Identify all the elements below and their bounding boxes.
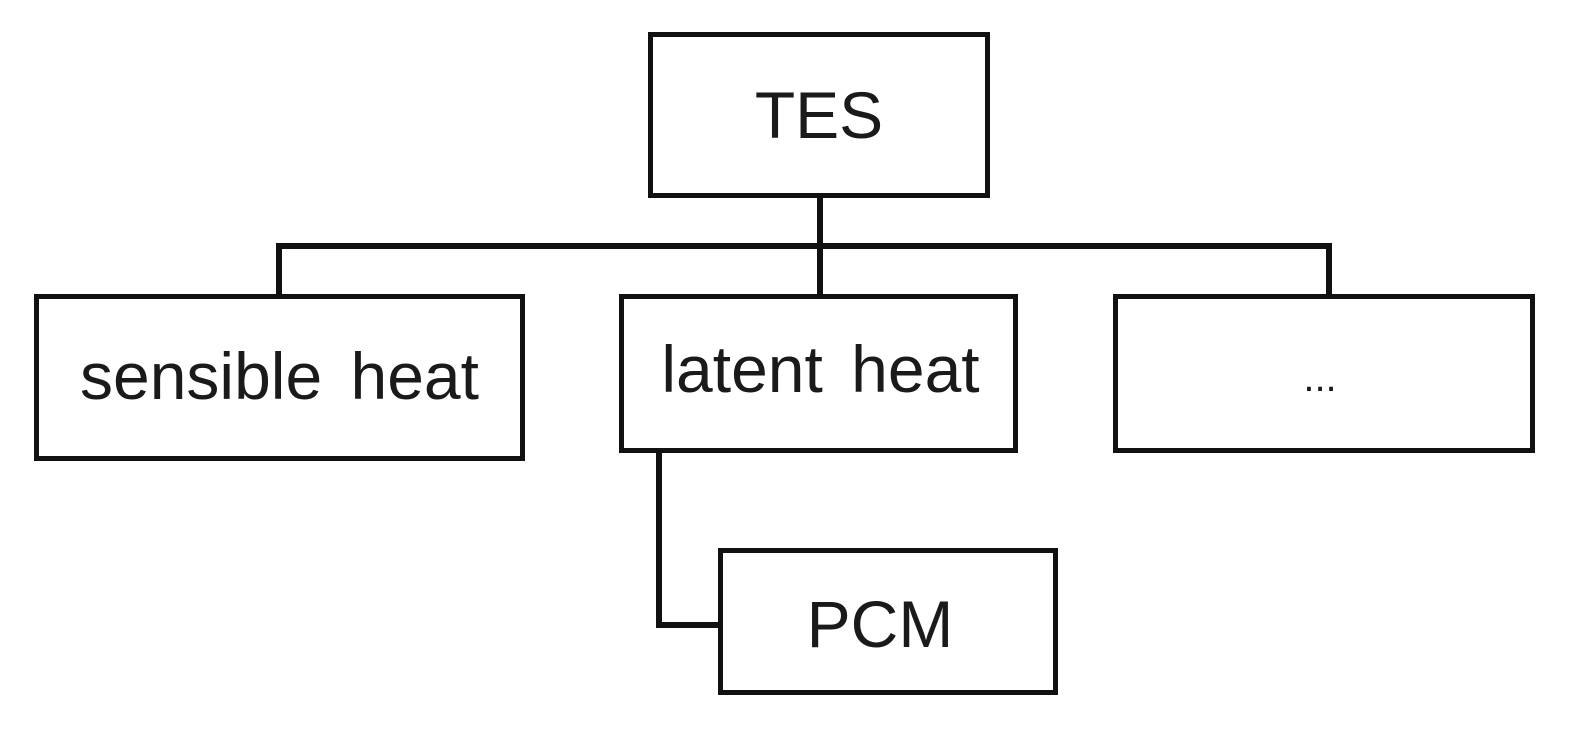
node-latent-heat: latent heat (619, 294, 1018, 453)
node-tes: TES (648, 32, 990, 198)
node-sensible-heat: sensible heat (34, 294, 525, 461)
node-pcm: PCM (718, 548, 1058, 695)
node-pcm-label: PCM (806, 586, 954, 661)
node-latent-heat-label: latent heat (661, 331, 980, 406)
node-other: ... (1113, 294, 1535, 453)
node-sensible-heat-label: sensible heat (80, 338, 479, 413)
node-other-label: ... (1303, 355, 1337, 400)
node-tes-label: TES (754, 78, 884, 152)
